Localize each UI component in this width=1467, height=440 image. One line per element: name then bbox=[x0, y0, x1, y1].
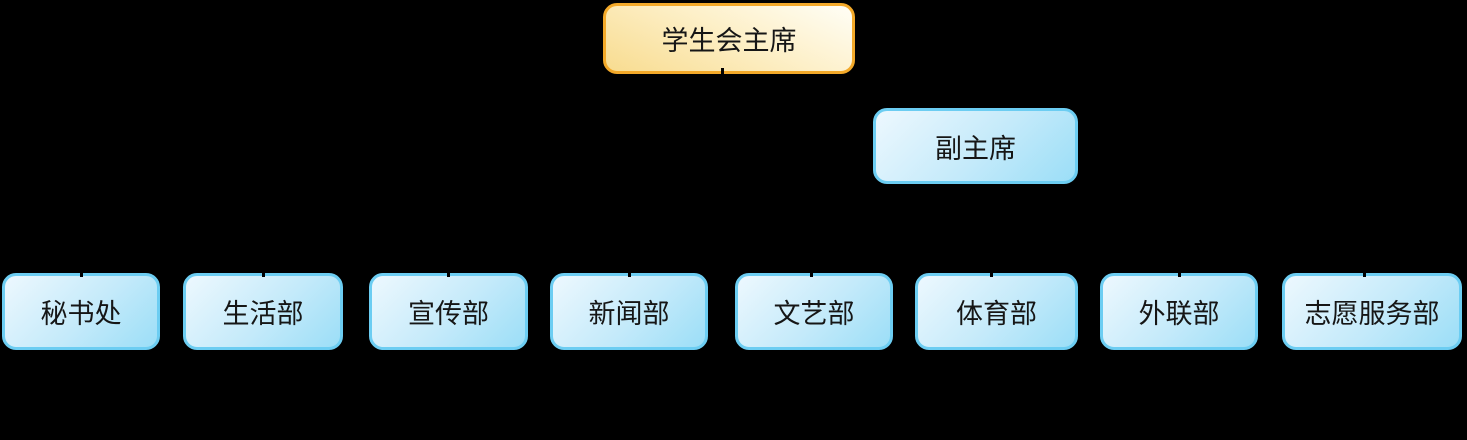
connector-line-rail bbox=[81, 225, 1373, 228]
connector-line-drop-4 bbox=[628, 225, 631, 273]
node-vice-president: 副主席 bbox=[873, 108, 1078, 184]
connector-notch-president bbox=[721, 68, 724, 75]
connector-line-vice-drop bbox=[974, 90, 977, 108]
node-president: 学生会主席 bbox=[603, 3, 855, 74]
node-dept-external: 外联部 bbox=[1100, 273, 1258, 350]
node-dept-label: 体育部 bbox=[956, 299, 1037, 329]
node-dept-label: 秘书处 bbox=[40, 299, 122, 329]
node-dept-secretariat: 秘书处 bbox=[2, 273, 160, 350]
connector-notch-dept-4 bbox=[628, 270, 631, 277]
connector-notch-dept-2 bbox=[262, 270, 265, 277]
node-dept-sports: 体育部 bbox=[915, 273, 1078, 350]
node-dept-label: 新闻部 bbox=[588, 299, 670, 329]
connector-notch-dept-5 bbox=[810, 270, 813, 277]
node-vice-president-label: 副主席 bbox=[935, 133, 1016, 164]
connector-line-drop-1 bbox=[80, 225, 83, 273]
node-dept-arts: 文艺部 bbox=[735, 273, 893, 350]
connector-line-vice-horizontal bbox=[727, 90, 976, 93]
connector-line-drop-7 bbox=[1178, 225, 1181, 273]
node-dept-volunteer: 志愿服务部 bbox=[1282, 273, 1462, 350]
node-dept-label: 生活部 bbox=[222, 299, 304, 329]
connector-notch-dept-6 bbox=[990, 270, 993, 277]
connector-line-drop-6 bbox=[995, 225, 998, 273]
connector-notch-dept-7 bbox=[1178, 270, 1181, 277]
connector-line-drop-2 bbox=[262, 225, 265, 273]
node-dept-label: 志愿服务部 bbox=[1304, 299, 1440, 329]
node-dept-life: 生活部 bbox=[183, 273, 343, 350]
node-dept-news: 新闻部 bbox=[550, 273, 708, 350]
node-dept-publicity: 宣传部 bbox=[369, 273, 528, 350]
connector-notch-dept-8 bbox=[1363, 270, 1366, 277]
node-dept-label: 宣传部 bbox=[408, 299, 489, 329]
connector-line-drop-8 bbox=[1363, 225, 1366, 273]
node-dept-label: 文艺部 bbox=[773, 299, 855, 329]
node-dept-label: 外联部 bbox=[1138, 299, 1220, 329]
connector-line-drop-5 bbox=[813, 225, 816, 273]
connector-line-drop-3 bbox=[447, 225, 450, 273]
connector-notch-dept-3 bbox=[447, 270, 450, 277]
connector-notch-dept-1 bbox=[80, 270, 83, 277]
node-president-label: 学生会主席 bbox=[661, 26, 797, 56]
connector-line-president-drop bbox=[727, 74, 730, 225]
